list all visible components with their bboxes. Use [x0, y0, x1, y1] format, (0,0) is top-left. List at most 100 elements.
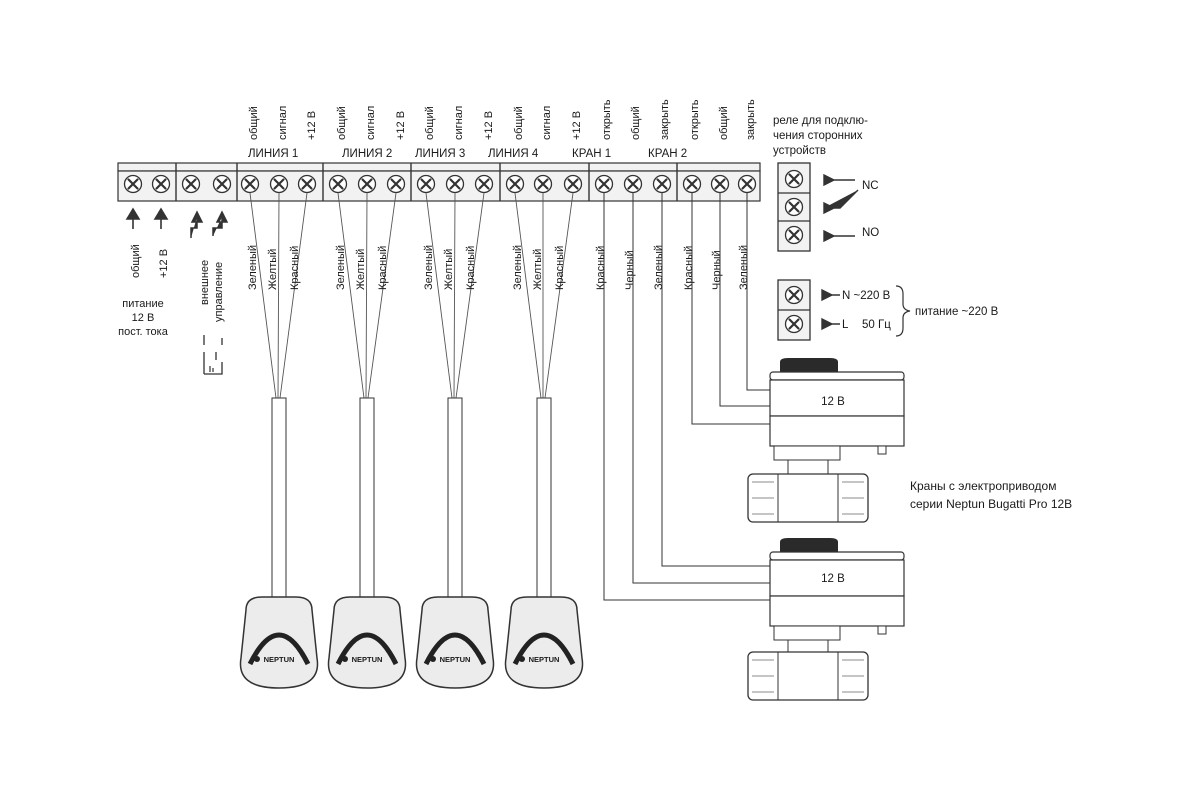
group-labels: ЛИНИЯ 1 ЛИНИЯ 2 ЛИНИЯ 3 ЛИНИЯ 4 КРАН 1 К… [248, 148, 687, 160]
wire-label: Желтый [267, 249, 279, 290]
wire-label: Красный [377, 246, 389, 290]
switch-contact-icon [203, 335, 223, 375]
wire-label: Красный [465, 246, 477, 290]
wire-label: Зеленый [335, 245, 347, 290]
external-control-label: управление [213, 262, 225, 322]
mains-n-label: N ~220 В [842, 290, 891, 302]
group-label-line-1: ЛИНИЯ 1 [248, 148, 298, 160]
valve-actuator: 12 В [747, 538, 905, 701]
valve-voltage: 12 В [821, 573, 845, 585]
terminal-label: общий [424, 106, 436, 140]
relay-no-label: NO [862, 227, 879, 239]
terminal-label: общий [248, 106, 260, 140]
sensor-wire-labels: Зеленый Желтый Красный Зеленый Желтый Кр… [247, 245, 566, 290]
external-control-label: внешнее [199, 260, 211, 305]
terminal-block-dividers [175, 163, 678, 201]
logo-icon [342, 656, 348, 662]
wire-label: Черный [711, 250, 723, 290]
wire-label: Красный [554, 246, 566, 290]
wire-label: Зеленый [512, 245, 524, 290]
logo-icon [430, 656, 436, 662]
terminal-block-cap [117, 162, 761, 172]
terminal-label: открыть [601, 99, 613, 140]
group-label-line-2: ЛИНИЯ 2 [342, 148, 392, 160]
terminal-label: +12 В [571, 111, 583, 140]
valve-wire-labels: Красный Черный Зеленый Красный Черный Зе… [595, 245, 750, 290]
valve-actuator: 12 В [747, 358, 905, 523]
wire-label: Зеленый [738, 245, 750, 290]
power-terminal-label: +12 В [158, 249, 170, 278]
mains-l-label: L [842, 319, 849, 331]
sensor-wires [249, 192, 574, 399]
external-control: внешнее управление [190, 210, 229, 375]
sensor-cables [271, 397, 552, 599]
terminal-label: сигнал [277, 106, 289, 140]
terminal-labels: общий сигнал +12 В общий сигнал +12 В об… [248, 99, 757, 140]
relay-caption: чения сторонних [773, 130, 863, 142]
relay-terminal-block: реле для подклю- чения сторонних устройс… [773, 115, 879, 252]
group-label-valve-2: КРАН 2 [648, 148, 687, 160]
arrow-left-icon [823, 173, 855, 187]
group-label-line-3: ЛИНИЯ 3 [415, 148, 465, 160]
arrow-up-icon [190, 210, 204, 238]
wire-label: Черный [624, 250, 636, 290]
leak-sensor: NEPTUN [504, 596, 584, 689]
arrow-left-icon [823, 229, 855, 243]
power-terminal-label: общий [130, 244, 142, 278]
terminal-label: +12 В [483, 111, 495, 140]
power-caption: 12 В [132, 312, 155, 324]
wire-label: Красный [289, 246, 301, 290]
relay-nc-label: NC [862, 180, 879, 192]
leak-sensor: NEPTUN [327, 596, 407, 689]
logo-icon [519, 656, 525, 662]
terminal-label: общий [336, 106, 348, 140]
wire-label: Желтый [355, 249, 367, 290]
wire-label: Зеленый [653, 245, 665, 290]
power-12v-input: общий +12 В питание 12 В пост. тока [118, 207, 170, 338]
main-terminal-block [117, 162, 761, 202]
arrow-up-icon [212, 210, 229, 236]
arrow-left-icon [823, 189, 859, 215]
mains-terminal-block: N ~220 В L 50 Гц питание ~220 В [777, 279, 999, 341]
wire-label: Желтый [532, 249, 544, 290]
group-label-valve-1: КРАН 1 [572, 148, 611, 160]
wire-label: Желтый [443, 249, 455, 290]
power-caption: пост. тока [118, 326, 169, 338]
sensor-brand: NEPTUN [440, 655, 471, 664]
wire-label: Красный [595, 246, 607, 290]
group-label-line-4: ЛИНИЯ 4 [488, 148, 539, 160]
terminal-label: сигнал [541, 106, 553, 140]
valve-voltage: 12 В [821, 396, 845, 408]
terminal-label: сигнал [365, 106, 377, 140]
mains-frequency: 50 Гц [862, 319, 891, 331]
wire-label: Зеленый [247, 245, 259, 290]
arrow-up-icon [153, 207, 169, 229]
terminal-label: +12 В [395, 111, 407, 140]
logo-icon [254, 656, 260, 662]
sensor-brand: NEPTUN [529, 655, 560, 664]
arrow-left-icon [821, 288, 840, 302]
sensor-brand: NEPTUN [264, 655, 295, 664]
valve-wires [603, 193, 770, 601]
mains-caption: питание ~220 В [915, 306, 999, 318]
terminal-label: общий [513, 106, 525, 140]
terminal-label: +12 В [306, 111, 318, 140]
leak-sensor: NEPTUN [415, 596, 495, 689]
brace-icon [895, 285, 911, 337]
relay-caption: устройств [773, 145, 826, 157]
arrow-up-icon [125, 207, 141, 229]
relay-caption: реле для подклю- [773, 115, 868, 127]
terminal-label: закрыть [745, 99, 757, 140]
terminal-label: открыть [689, 99, 701, 140]
power-caption: питание [122, 298, 163, 310]
terminal-label: сигнал [453, 106, 465, 140]
wire-label: Зеленый [423, 245, 435, 290]
sensor-brand: NEPTUN [352, 655, 383, 664]
valves-caption: Краны с электроприводом [910, 479, 1056, 493]
wire-label: Красный [683, 246, 695, 290]
terminal-label: общий [630, 106, 642, 140]
leak-sensor: NEPTUN [239, 596, 319, 689]
arrow-left-icon [821, 317, 840, 331]
terminal-label: общий [718, 106, 730, 140]
